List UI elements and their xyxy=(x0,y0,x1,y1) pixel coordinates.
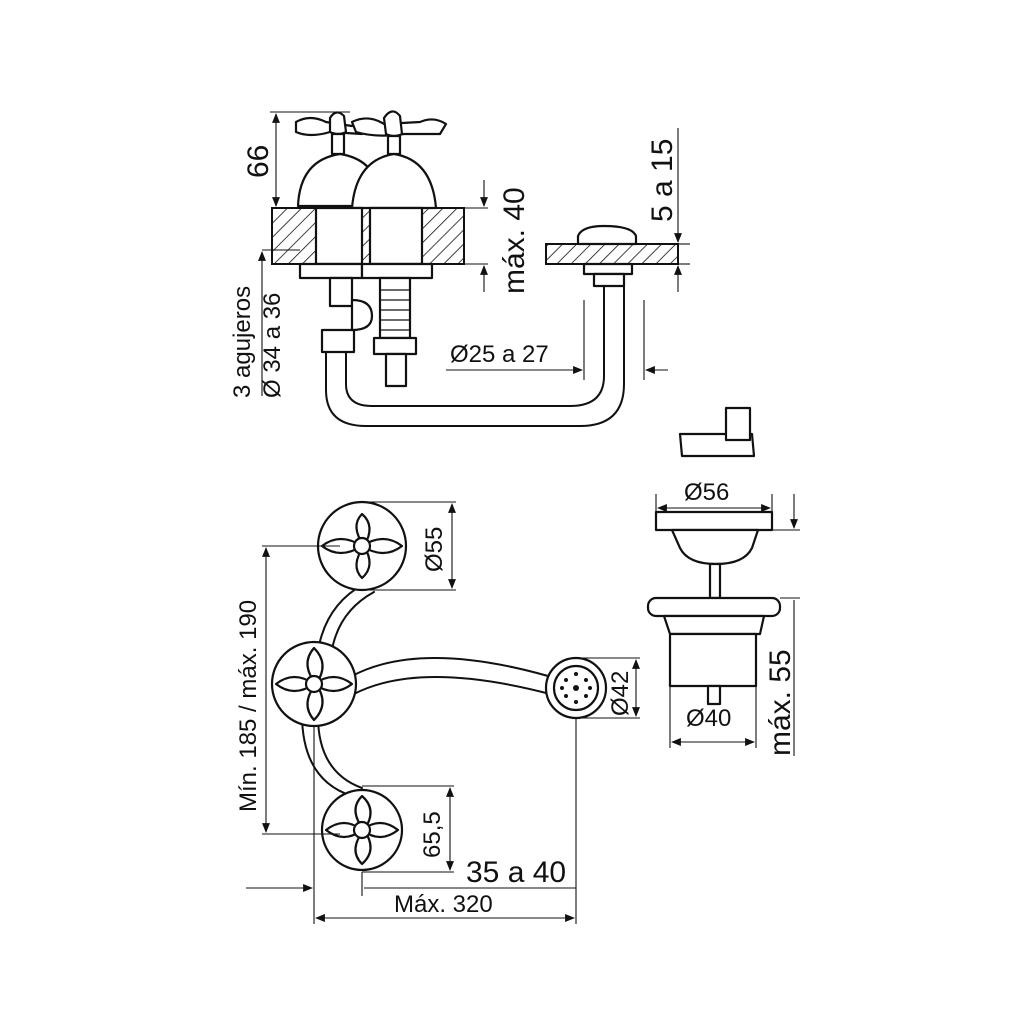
dim-drain-flange: 5 a 15 xyxy=(646,139,679,222)
dim-handle-diameter: Ø55 xyxy=(421,527,448,572)
dim-handle-spacing: Mín. 185 / máx. 190 xyxy=(235,600,262,812)
side-view: 66 máx. 40 5 a 15 3 agujeros Ø 34 a 36 Ø… xyxy=(229,110,690,427)
valve-bodies xyxy=(298,206,434,388)
dim-deck-thickness: máx. 40 xyxy=(498,187,531,294)
plan-view: Ø55 Mín. 185 / máx. 190 Ø42 65,5 35 a 40… xyxy=(235,500,640,924)
dim-spout-diameter: Ø42 xyxy=(607,671,634,716)
dim-holes-diameter: Ø 34 a 36 xyxy=(259,293,286,398)
dim-drain-hole: Ø25 a 27 xyxy=(450,341,549,368)
dim-holes-count: 3 agujeros xyxy=(229,286,256,398)
drain-cap xyxy=(654,510,774,532)
dim-drain-top-diameter: Ø56 xyxy=(684,479,729,506)
spout-aerator-plan xyxy=(544,656,608,720)
dim-drain-body-diameter: Ø40 xyxy=(686,705,731,732)
top-handle-plan xyxy=(316,500,408,592)
drain-flange-ring xyxy=(646,596,782,618)
drain-head xyxy=(576,224,638,288)
hose-spout xyxy=(351,657,549,677)
dim-handle-height: 66 xyxy=(242,145,275,178)
dim-drain-height: máx. 55 xyxy=(764,649,797,756)
dim-spout-range: 35 a 40 xyxy=(466,856,566,889)
right-cross-handle xyxy=(350,110,448,210)
countertop-section xyxy=(271,207,465,265)
connecting-hose xyxy=(325,279,625,427)
bottom-handle-plan xyxy=(320,788,404,872)
drain-detail: Ø56 Ø40 máx. 55 xyxy=(646,406,800,756)
drain-deck-section xyxy=(545,243,679,265)
drain-body xyxy=(668,632,758,688)
dim-overall-length: Máx. 320 xyxy=(394,891,493,918)
middle-handle-plan xyxy=(270,640,358,728)
dim-handle-offset: 65,5 xyxy=(419,811,446,858)
hose-lower xyxy=(301,713,353,797)
